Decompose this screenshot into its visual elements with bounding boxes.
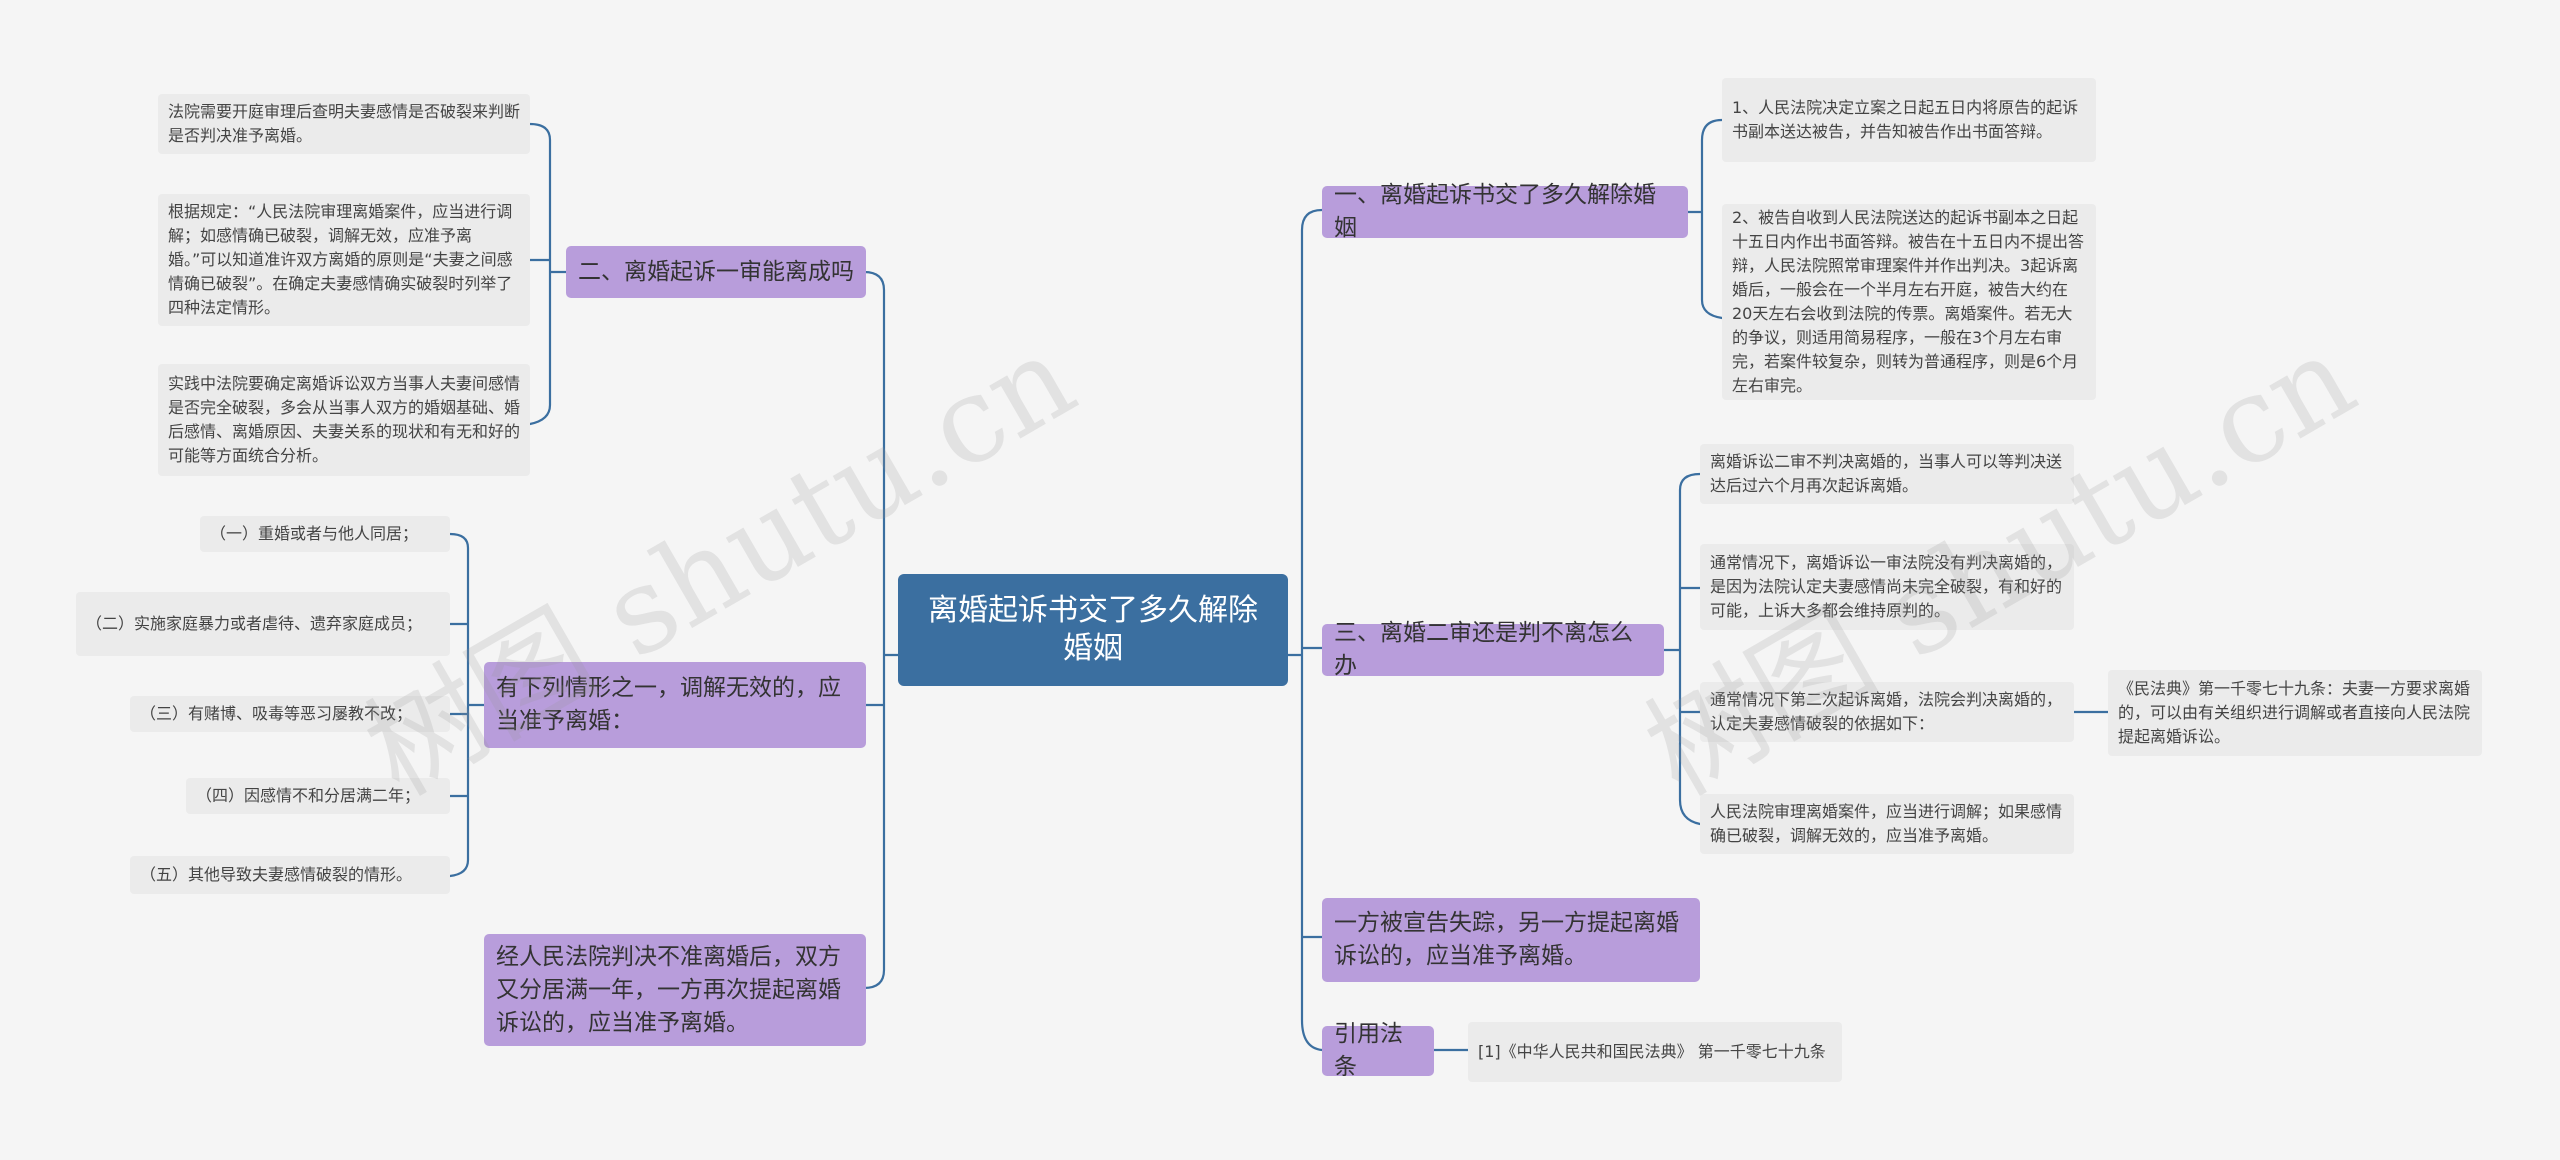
leaf-right-2-2: 通常情况下，离婚诉讼一审法院没有判决离婚的，是因为法院认定夫妻感情尚未完全破裂，… <box>1700 544 2074 630</box>
branch-right-1[interactable]: 一、离婚起诉书交了多久解除婚姻 <box>1322 182 1688 241</box>
leaf-right-1-2: 2、被告自收到人民法院送达的起诉书副本之日起十五日内作出书面答辩。被告在十五日内… <box>1722 204 2096 400</box>
connector-left-b2 <box>448 532 486 878</box>
branch-left-1[interactable]: 二、离婚起诉一审能离成吗 <box>566 246 866 298</box>
branch-right-4[interactable]: 引用法条 <box>1322 1021 1434 1080</box>
connector-left-b1 <box>528 122 568 426</box>
branch-left-2[interactable]: 有下列情形之一，调解无效的，应当准予离婚： <box>484 662 866 748</box>
leaf-right-4-1: [1]《中华人民共和国民法典》 第一千零七十九条 <box>1468 1022 1842 1082</box>
leaf-right-2-3: 通常情况下第二次起诉离婚，法院会判决离婚的，认定夫妻感情破裂的依据如下： <box>1700 682 2074 742</box>
branch-left-3[interactable]: 经人民法院判决不准离婚后，双方又分居满一年，一方再次提起离婚诉讼的，应当准予离婚… <box>484 934 866 1046</box>
leaf-right-2-4: 人民法院审理离婚案件，应当进行调解；如果感情确已破裂，调解无效的，应当准予离婚。 <box>1700 794 2074 854</box>
leaf-right-1-1: 1、人民法院决定立案之日起五日内将原告的起诉书副本送达被告，并告知被告作出书面答… <box>1722 78 2096 162</box>
leaf-right-2-3-sub: 《民法典》第一千零七十九条：夫妻一方要求离婚的，可以由有关组织进行调解或者直接向… <box>2108 670 2482 756</box>
leaf-left-2-4: （四）因感情不和分居满二年； <box>186 778 450 814</box>
connector-root-right <box>1286 208 1324 1052</box>
leaf-left-2-1: （一）重婚或者与他人同居； <box>200 516 450 552</box>
leaf-left-2-5: （五）其他导致夫妻感情破裂的情形。 <box>130 856 450 894</box>
leaf-left-1-3: 实践中法院要确定离婚诉讼双方当事人夫妻间感情是否完全破裂，多会从当事人双方的婚姻… <box>158 364 530 476</box>
connector-right-b1 <box>1686 118 1724 320</box>
branch-right-3[interactable]: 一方被宣告失踪，另一方提起离婚诉讼的，应当准予离婚。 <box>1322 898 1700 982</box>
connector-root-left <box>862 270 900 990</box>
connector-right-b2 <box>1662 472 1702 826</box>
leaf-left-1-2: 根据规定：“人民法院审理离婚案件，应当进行调解；如感情确已破裂，调解无效，应准予… <box>158 194 530 326</box>
leaf-right-2-1: 离婚诉讼二审不判决离婚的，当事人可以等判决送达后过六个月再次起诉离婚。 <box>1700 444 2074 504</box>
root-topic[interactable]: 离婚起诉书交了多久解除婚姻 <box>898 574 1288 686</box>
leaf-left-1-1: 法院需要开庭审理后查明夫妻感情是否破裂来判断是否判决准予离婚。 <box>158 94 530 154</box>
leaf-left-2-3: （三）有赌博、吸毒等恶习屡教不改； <box>130 696 450 732</box>
leaf-left-2-2: （二）实施家庭暴力或者虐待、遗弃家庭成员； <box>76 592 450 656</box>
branch-right-2[interactable]: 三、离婚二审还是判不离怎么办 <box>1322 620 1664 679</box>
